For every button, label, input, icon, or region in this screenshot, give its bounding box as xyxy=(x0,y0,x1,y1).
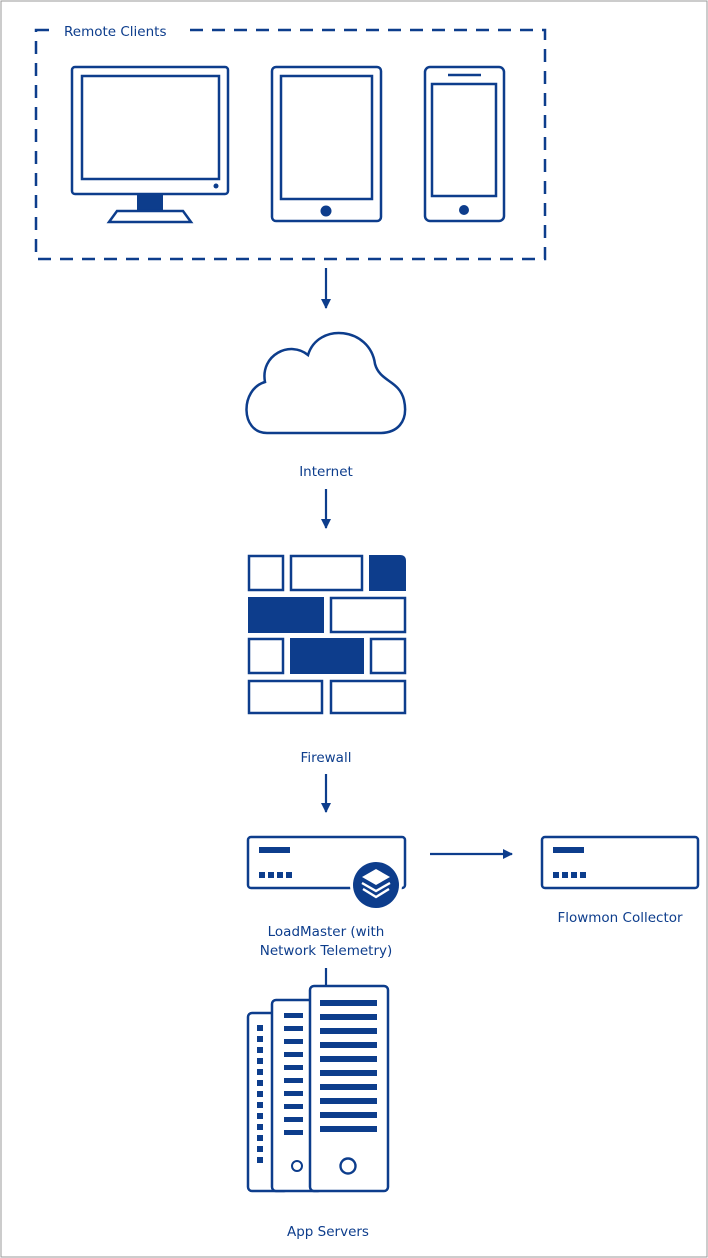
group-label: Remote Clients xyxy=(64,24,167,40)
loadmaster-label-line1: LoadMaster (with xyxy=(268,924,385,940)
flowmon-collector-icon xyxy=(540,835,700,890)
firewall-icon xyxy=(247,554,407,715)
flowmon-collector-label: Flowmon Collector xyxy=(557,910,683,926)
tablet-icon xyxy=(270,65,383,223)
cloud-icon xyxy=(245,331,407,435)
smartphone-icon xyxy=(423,65,506,223)
monitor-icon xyxy=(70,65,230,224)
internet-label: Internet xyxy=(299,464,353,480)
layers-badge-icon xyxy=(350,859,402,911)
loadmaster-label-line2: Network Telemetry) xyxy=(260,943,393,959)
loadmaster-appliance-icon xyxy=(246,835,407,890)
firewall-label: Firewall xyxy=(301,750,352,766)
app-servers-label: App Servers xyxy=(287,1224,369,1240)
group-border xyxy=(34,28,547,261)
server-tower-icon xyxy=(246,984,390,1193)
remote-clients-group: Remote Clients xyxy=(34,20,547,261)
group-label-bg xyxy=(56,20,182,42)
